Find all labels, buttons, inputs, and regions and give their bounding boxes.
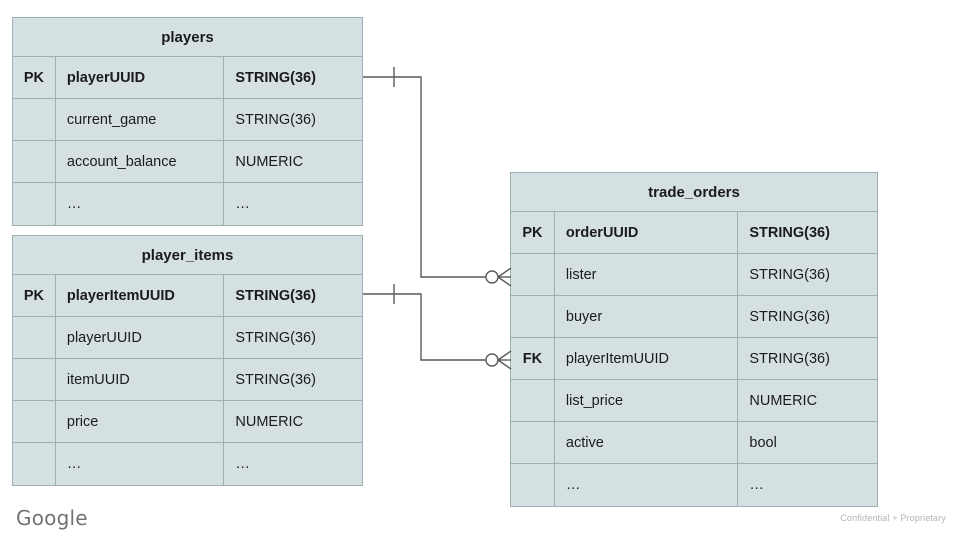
row-type: STRING(36) [235, 69, 316, 86]
row-name: … [555, 464, 739, 506]
table-row[interactable]: PK orderUUID STRING(36) [511, 212, 877, 254]
table-row[interactable]: buyer STRING(36) [511, 296, 877, 338]
table-row[interactable]: FK playerItemUUID STRING(36) [511, 338, 877, 380]
row-key [13, 99, 56, 140]
relationship-player-items-to-trade-orders[interactable] [363, 284, 512, 370]
confidential-notice: Confidential + Proprietary [840, 513, 946, 523]
row-name: playerUUID [56, 57, 225, 98]
row-key [511, 254, 555, 295]
row-type: STRING(36) [749, 224, 830, 241]
table-row[interactable]: PK playerUUID STRING(36) [13, 57, 362, 99]
row-name: … [56, 443, 225, 485]
table-row[interactable]: playerUUID STRING(36) [13, 317, 362, 359]
row-key [511, 296, 555, 337]
row-name: lister [555, 254, 739, 295]
row-key [511, 422, 555, 463]
row-key [511, 380, 555, 421]
table-row[interactable]: list_price NUMERIC [511, 380, 877, 422]
entity-title-player-items: player_items [13, 236, 362, 275]
row-key [13, 443, 56, 485]
row-type: STRING(36) [235, 287, 316, 304]
row-name: playerItemUUID [56, 275, 225, 316]
row-type: STRING(36) [749, 266, 830, 283]
row-type: NUMERIC [235, 153, 304, 170]
table-row[interactable]: current_game STRING(36) [13, 99, 362, 141]
table-row[interactable]: … … [13, 183, 362, 225]
row-key: PK [13, 275, 56, 316]
row-type: bool [749, 434, 777, 451]
row-type: STRING(36) [235, 111, 316, 128]
row-name: price [56, 401, 225, 442]
row-type: NUMERIC [235, 413, 304, 430]
row-name: playerUUID [56, 317, 225, 358]
cardinality-zero-ring [485, 270, 499, 284]
table-row[interactable]: PK playerItemUUID STRING(36) [13, 275, 362, 317]
row-type: … [749, 477, 764, 493]
row-type: NUMERIC [749, 392, 818, 409]
row-name: list_price [555, 380, 739, 421]
google-logo: Google [16, 506, 88, 530]
row-key [13, 359, 56, 400]
table-row[interactable]: price NUMERIC [13, 401, 362, 443]
row-type: STRING(36) [235, 329, 316, 346]
row-key [13, 183, 56, 225]
row-key: PK [511, 212, 555, 253]
row-type: STRING(36) [749, 350, 830, 367]
row-name: current_game [56, 99, 225, 140]
row-type: … [235, 456, 250, 472]
row-key [13, 401, 56, 442]
row-name: account_balance [56, 141, 225, 182]
row-type: … [235, 196, 250, 212]
entity-title-players: players [13, 18, 362, 57]
row-name: active [555, 422, 739, 463]
entity-players[interactable]: players PK playerUUID STRING(36) current… [12, 17, 363, 226]
table-row[interactable]: lister STRING(36) [511, 254, 877, 296]
row-key [13, 317, 56, 358]
row-name: playerItemUUID [555, 338, 739, 379]
row-type: STRING(36) [235, 371, 316, 388]
table-row[interactable]: account_balance NUMERIC [13, 141, 362, 183]
row-key: PK [13, 57, 56, 98]
table-row[interactable]: … … [511, 464, 877, 506]
row-type: STRING(36) [749, 308, 830, 325]
row-name: buyer [555, 296, 739, 337]
table-row[interactable]: … … [13, 443, 362, 485]
entity-title-trade-orders: trade_orders [511, 173, 877, 212]
row-name: itemUUID [56, 359, 225, 400]
row-key [13, 141, 56, 182]
table-row[interactable]: active bool [511, 422, 877, 464]
entity-player-items[interactable]: player_items PK playerItemUUID STRING(36… [12, 235, 363, 486]
relationship-players-to-trade-orders[interactable] [363, 67, 512, 287]
row-name: … [56, 183, 225, 225]
row-name: orderUUID [555, 212, 739, 253]
row-key: FK [511, 338, 555, 379]
cardinality-zero-ring [485, 353, 499, 367]
table-row[interactable]: itemUUID STRING(36) [13, 359, 362, 401]
entity-trade-orders[interactable]: trade_orders PK orderUUID STRING(36) lis… [510, 172, 878, 507]
row-key [511, 464, 555, 506]
